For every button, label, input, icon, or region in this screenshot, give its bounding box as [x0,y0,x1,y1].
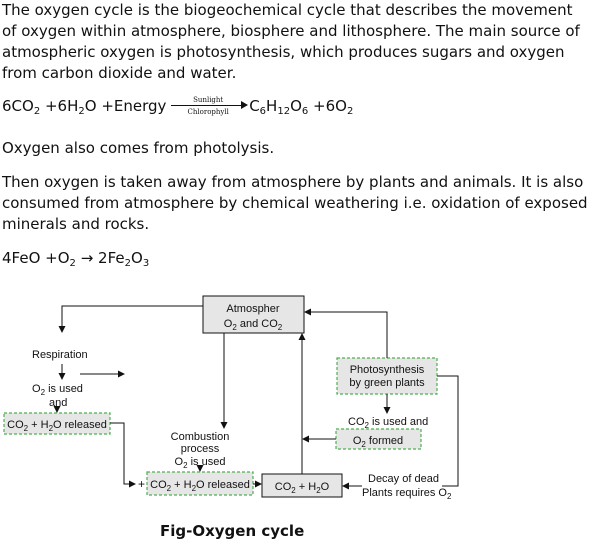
arrow-label-sunlight: Sunlight [193,96,224,104]
oxygen-cycle-diagram: Atmospher O2 and CO2 Photosynthesis by g… [3,295,459,501]
figure-caption: Fig-Oxygen cycle [160,522,305,540]
atmosphere-label: Atmospher [226,303,280,315]
o2-formed-label: O2 formed [353,435,403,449]
photosynthesis-label-2: by green plants [349,377,425,389]
respiration-label: Respiration [32,349,88,361]
combustion-label-3: O2 is used [175,456,226,470]
arrow-atmos-to-respiration [58,305,203,333]
mid-released-label: CO2 + H2O released [150,479,250,493]
arrow-icon: → [80,249,94,267]
photosynthesis-label-1: Photosynthesis [350,364,425,376]
combustion-label-1: Combustion [171,431,230,443]
decay-label-2: Plants requires O2 [362,487,452,501]
oxidation-equation: 4FeO +O2 → 2Fe2O3 [2,249,150,269]
atmosphere-box [202,295,305,334]
paragraph-consumption: Then oxygen is taken away from atmospher… [2,173,588,233]
and-label: and [49,397,67,409]
o2-used-label: O2 is used [32,383,83,397]
co2-used-label: CO2 is used and [348,416,428,430]
eq1-lhs: 6CO2 +6H2O +Energy [2,97,172,117]
arrow-photo-to-decay [437,375,459,487]
arrow-label-chlorophyll: Chlorophyll [187,108,229,116]
arrow-left-released-to-mid [110,422,136,488]
decay-label-1: Decay of dead [368,473,439,485]
arrow-photosynthesis-to-atmos [304,308,388,358]
paragraph-photolysis: Oxygen also comes from photolysis. [2,139,275,157]
eq1-rhs: C6H12O6 +6O2 [249,97,354,117]
combustion-label-2: process [181,443,220,455]
co2-h2o-label: CO2 + H2O [275,481,330,495]
atmosphere-gases: O2 and CO2 [224,318,283,332]
plus-sign: + [138,477,145,491]
left-released-label: CO2 + H2O released [7,419,107,433]
paragraph-intro: The oxygen cycle is the biogeochemical c… [2,1,580,82]
